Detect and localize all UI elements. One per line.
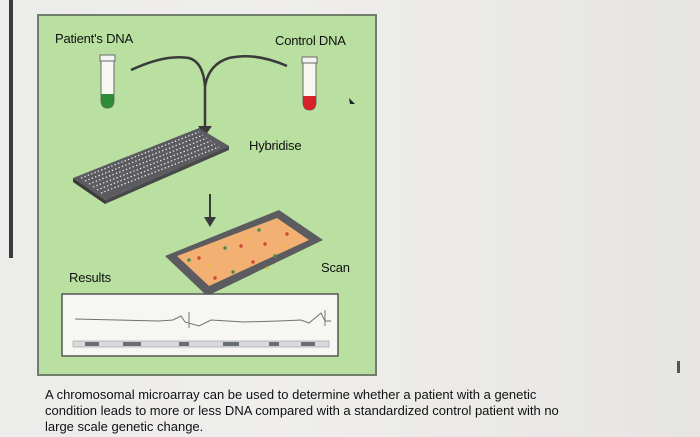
- results-trace-icon: [61, 293, 339, 357]
- microarray-diagram: Patient's DNA Control DNA Hybridise Scan…: [37, 14, 377, 376]
- patient-tube-icon: [99, 54, 116, 109]
- pointer-cursor-icon: [349, 98, 355, 104]
- down-arrow-icon: [204, 194, 216, 227]
- left-margin-bar: [9, 0, 13, 258]
- control-tube-icon: [301, 56, 318, 111]
- hybridised-slide-icon: [165, 210, 323, 296]
- results-label: Results: [69, 270, 111, 285]
- arrow-head-icon: [198, 126, 212, 136]
- figure-caption: A chromosomal microarray can be used to …: [45, 387, 559, 434]
- microarray-slide-icon: [73, 128, 229, 204]
- scan-label: Scan: [321, 260, 350, 275]
- text-cursor-mark: [677, 361, 680, 373]
- merge-arrow-icon: [130, 55, 288, 128]
- control-dna-label: Control DNA: [275, 33, 346, 48]
- patient-dna-label: Patient's DNA: [55, 31, 133, 46]
- diagram-graphics: [61, 54, 355, 357]
- hybridise-label: Hybridise: [249, 138, 302, 153]
